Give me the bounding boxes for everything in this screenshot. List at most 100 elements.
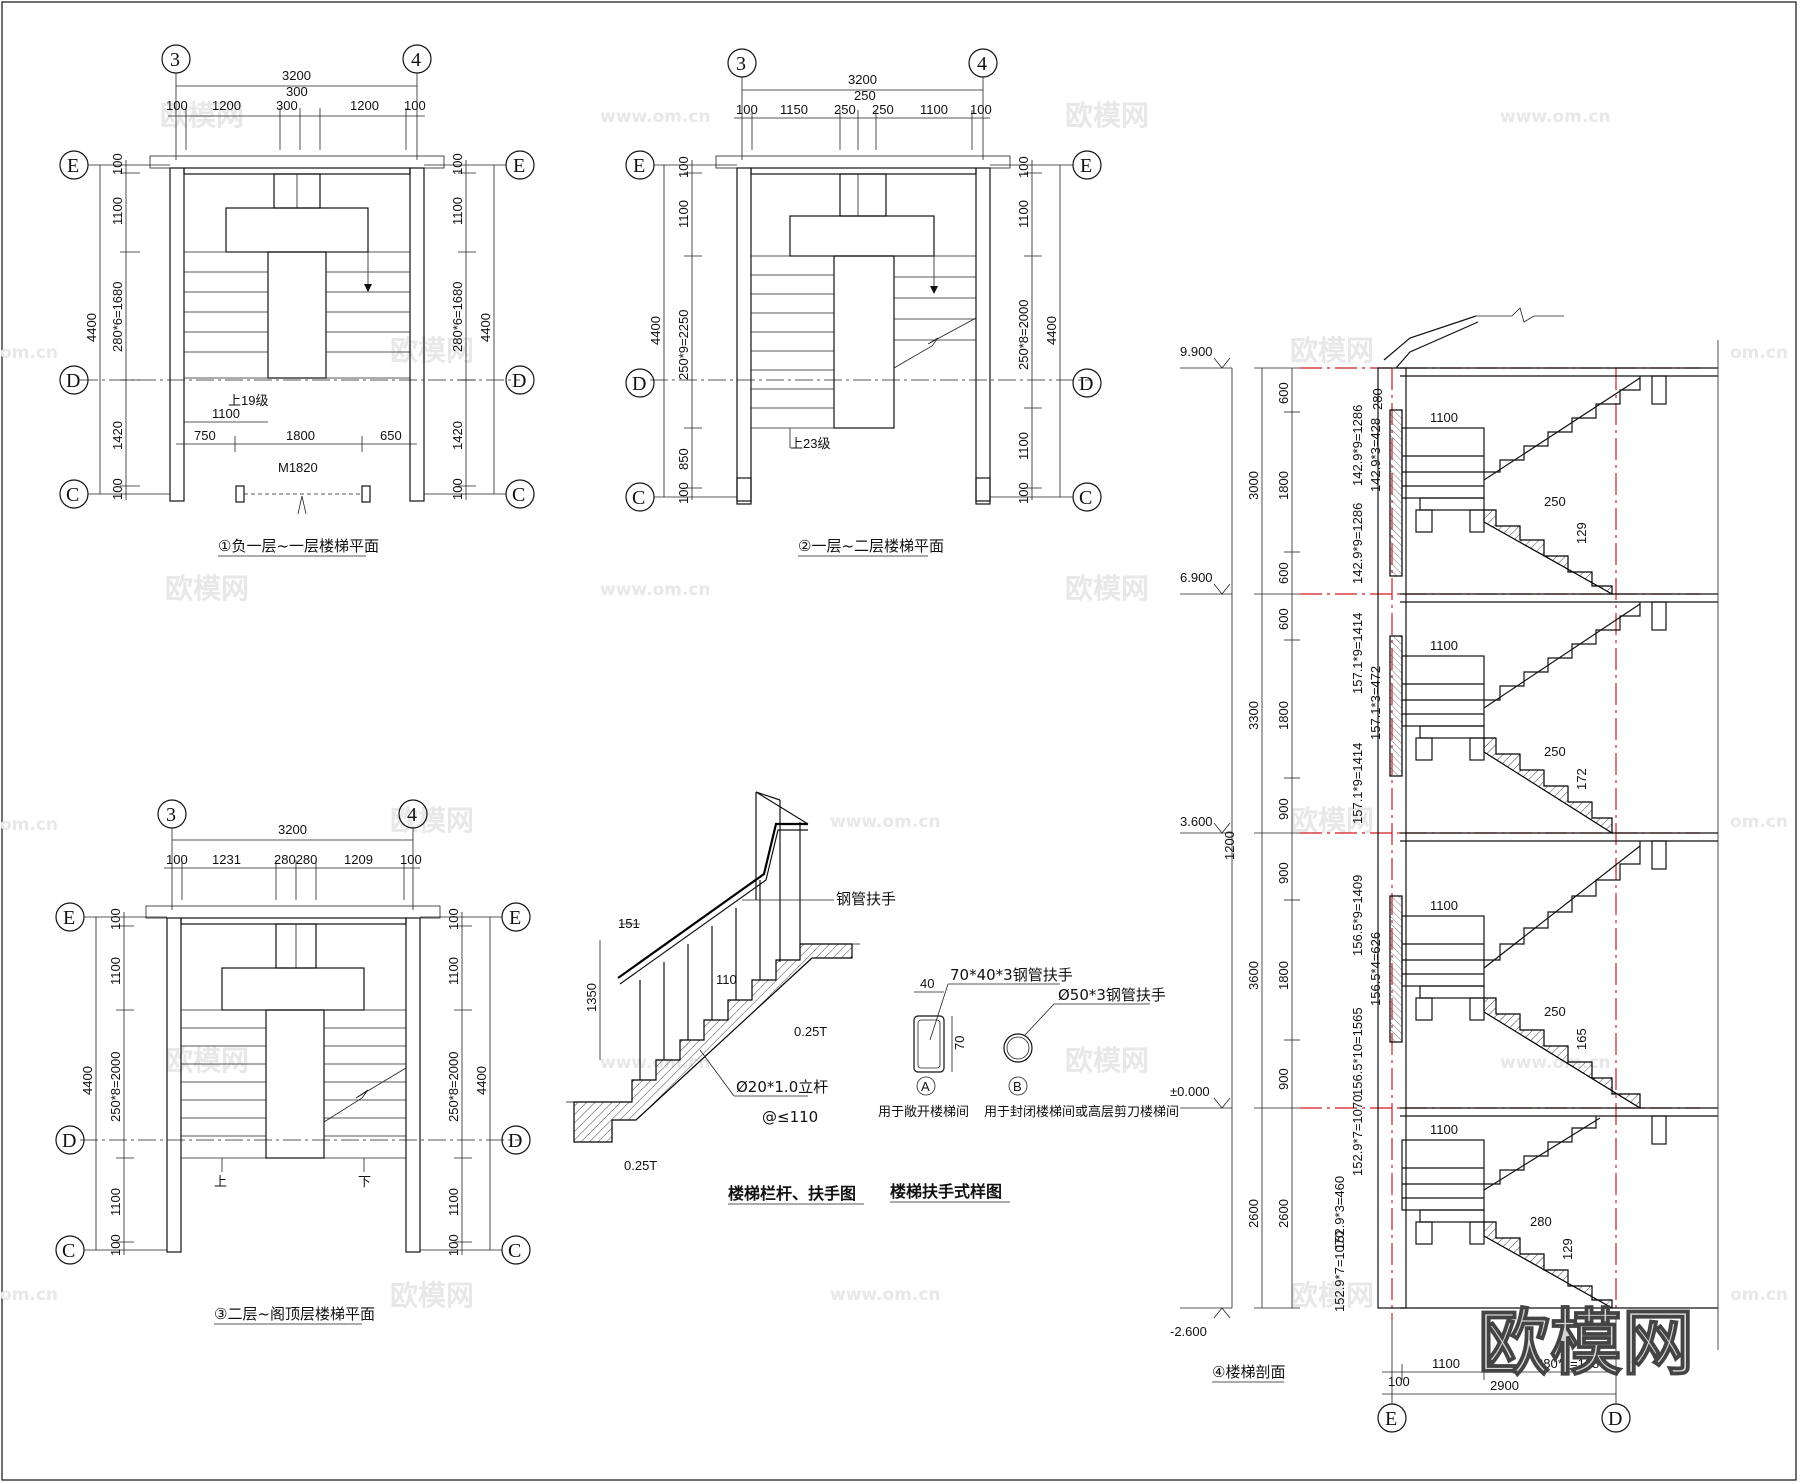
watermark-url: www.om.cn bbox=[830, 1285, 941, 1305]
handrail-label: 钢管扶手 bbox=[836, 890, 896, 908]
dim-text: 4400 bbox=[84, 313, 99, 342]
axis-label: C bbox=[1079, 487, 1092, 509]
mark-a: A bbox=[921, 1079, 930, 1094]
dim-text: 650 bbox=[380, 428, 402, 443]
dim-text: 2600 bbox=[1246, 1199, 1261, 1228]
dim-text: 156.5*9=1409 bbox=[1350, 875, 1365, 956]
axis-label: E bbox=[513, 155, 525, 177]
dim-text: 1100 bbox=[212, 406, 240, 421]
dim-text: 1231 bbox=[212, 852, 241, 867]
use-b-label: 用于封闭楼梯间或高层剪刀楼梯间 bbox=[984, 1104, 1179, 1119]
dim-text: 900 bbox=[1276, 798, 1291, 820]
watermark-url: om.cn bbox=[1730, 1285, 1788, 1305]
dim-text: 1209 bbox=[344, 852, 373, 867]
dim-text: 1100 bbox=[108, 957, 123, 985]
dim-text: 1100 bbox=[108, 1188, 123, 1216]
dim-text: 1800 bbox=[286, 428, 315, 443]
watermark-url: om.cn bbox=[1730, 812, 1788, 832]
watermark-brand: 欧模网 bbox=[165, 1044, 249, 1077]
handrail-types: 40 70 70*40*3钢管扶手 Ø50*3钢管扶手 A B 用于敞开楼梯间 … bbox=[878, 966, 1179, 1203]
axis-label: C bbox=[62, 1240, 75, 1262]
dim-text: 1100 bbox=[1016, 200, 1031, 228]
dim-text: 280*6=1680 bbox=[450, 282, 465, 353]
type-b-label: Ø50*3钢管扶手 bbox=[1058, 986, 1166, 1004]
dim-text: 280 bbox=[1530, 1214, 1552, 1229]
dim-text: 600 bbox=[1276, 562, 1291, 584]
elevation-label: -2.600 bbox=[1170, 1324, 1207, 1339]
axis-label: 3 bbox=[736, 53, 746, 75]
axis-label: E bbox=[1080, 155, 1092, 177]
watermark-brand: 欧模网 bbox=[1065, 572, 1149, 605]
dim-text: 1100 bbox=[110, 197, 125, 225]
watermark-url: www.om.cn bbox=[830, 812, 941, 832]
watermark-brand: 欧模网 bbox=[1290, 1279, 1374, 1312]
up-label: 上19级 bbox=[228, 393, 268, 408]
dim-text: 250*8=2000 bbox=[1016, 300, 1031, 371]
axis-label: D bbox=[512, 370, 526, 392]
dim-text: 129 bbox=[1574, 522, 1589, 544]
dim-text: 280 bbox=[1370, 388, 1385, 410]
drawing-caption: ③二层~阁顶层楼梯平面 bbox=[214, 1305, 375, 1323]
dim-text: 152.9*3=460 bbox=[1332, 1176, 1347, 1250]
dim-text: 100 bbox=[446, 908, 461, 930]
dim-text: 100 bbox=[450, 153, 465, 175]
dim-text: 40 bbox=[920, 976, 934, 991]
watermark-brand: 欧模网 bbox=[390, 1279, 474, 1312]
post-label: Ø20*1.0立杆 bbox=[736, 1078, 828, 1096]
dim-text: 750 bbox=[194, 428, 216, 443]
watermark-brand: 欧模网 bbox=[1065, 1044, 1149, 1077]
dim-text: 4400 bbox=[80, 1066, 95, 1095]
watermark-url: www.om.cn bbox=[600, 580, 711, 600]
door-label: M1820 bbox=[278, 460, 318, 475]
elevation-label: 3.600 bbox=[1180, 814, 1213, 829]
dim-text: 250 bbox=[854, 88, 876, 103]
dim-text: 1100 bbox=[446, 957, 461, 985]
dim-text: 1100 bbox=[1430, 410, 1458, 425]
dim-text: 1800 bbox=[1276, 961, 1291, 990]
dim-text: 100 bbox=[108, 1234, 123, 1256]
dim-text: 2900 bbox=[1490, 1378, 1519, 1393]
dim-text: 2600 bbox=[1276, 1199, 1291, 1228]
watermark-brand: 欧模网 bbox=[1290, 334, 1374, 367]
watermark-brand: 欧模网 bbox=[1065, 99, 1149, 132]
down-label: 下 bbox=[358, 1174, 371, 1189]
dim-text: 250*8=2000 bbox=[446, 1052, 461, 1123]
dim-text: 1100 bbox=[1016, 432, 1031, 460]
dim-text: 3300 bbox=[1246, 701, 1261, 730]
brand-logo: 欧模网 bbox=[1478, 1301, 1694, 1385]
dim-text: 100 bbox=[446, 1234, 461, 1256]
watermark-url: www.om.cn bbox=[600, 107, 711, 127]
dim-text: 1100 bbox=[1430, 638, 1458, 653]
dim-text: 129 bbox=[1560, 1238, 1575, 1260]
axis-label: 3 bbox=[170, 49, 180, 71]
dim-text: 100 bbox=[110, 478, 125, 500]
type-a-label: 70*40*3钢管扶手 bbox=[950, 966, 1073, 984]
dim-text: 157.1*9=1414 bbox=[1350, 743, 1365, 824]
dim-text: 1350 bbox=[584, 983, 599, 1012]
dim-text: 1100 bbox=[676, 200, 691, 228]
dim-text: 100 bbox=[166, 852, 188, 867]
axis-label: 4 bbox=[411, 49, 421, 71]
axis-label: E bbox=[633, 155, 645, 177]
axis-label: C bbox=[508, 1240, 521, 1262]
dim-text: 1800 bbox=[1276, 701, 1291, 730]
dim-text: 100 bbox=[450, 478, 465, 500]
dim-text: 100 bbox=[676, 482, 691, 504]
elevation-label: 6.900 bbox=[1180, 570, 1213, 585]
dim-text: 1200 bbox=[350, 98, 379, 113]
dim-text: 1100 bbox=[450, 197, 465, 225]
axis-label: E bbox=[63, 907, 75, 929]
dim-text: 156.5*4=626 bbox=[1368, 932, 1383, 1006]
dim-text: 157.1*9=1414 bbox=[1350, 613, 1365, 694]
watermark-url: om.cn bbox=[0, 815, 58, 835]
dim-text: 70 bbox=[952, 1036, 967, 1050]
dim-text: 300 bbox=[276, 98, 298, 113]
drawing-caption: ④楼梯剖面 bbox=[1212, 1363, 1285, 1381]
drawing-caption: ①负一层~一层楼梯平面 bbox=[218, 537, 379, 555]
railing-detail: 1350 151 110 0.25T 0.25T 钢管扶手 Ø20*1.0立杆 … bbox=[566, 791, 896, 1205]
dim-text: 600 bbox=[1276, 608, 1291, 630]
elevation-label: ±0.000 bbox=[1170, 1084, 1210, 1099]
dim-text: 100 bbox=[404, 98, 426, 113]
